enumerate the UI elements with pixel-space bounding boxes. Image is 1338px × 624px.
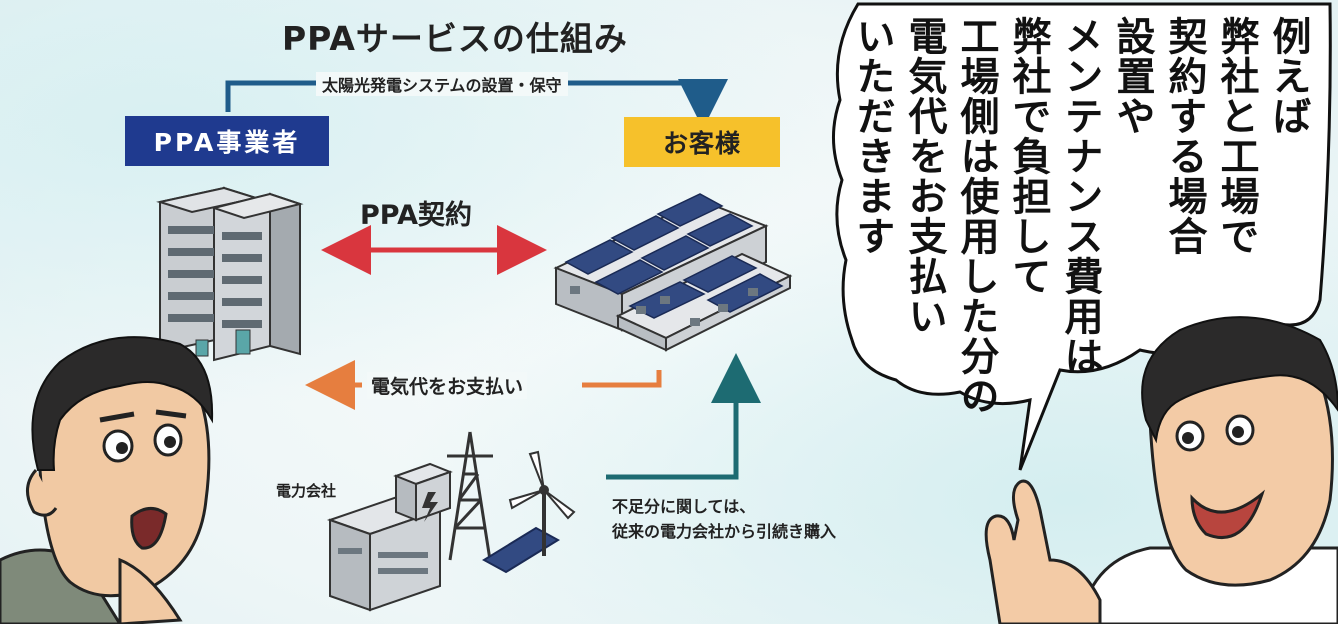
install-label: 太陽光発電システムの設置・保守 [316, 72, 568, 96]
supply-arrow [606, 353, 761, 480]
power-company-icon [326, 431, 576, 612]
speech-line: 例えば [1266, 16, 1311, 136]
speech-line: 弊社で負担して [1006, 16, 1051, 296]
speech-line: 電気代をお支払い [902, 16, 947, 336]
payment-arrow [582, 370, 662, 388]
speech-line: 工場側は使用した分の [954, 16, 999, 416]
contract-label: PPA契約 [360, 200, 472, 231]
diagram-title: PPAサービスの仕組み [282, 19, 628, 58]
shortfall-note: 不足分に関しては、 従来の電力会社から引続き購入 [612, 494, 836, 544]
speech-line: 設置や [1110, 16, 1155, 136]
smiling-man-character [984, 316, 1338, 624]
speech-bubble-text: 例えば 弊社と工場で 契約する場合 設置や メンテナンス費用は 弊社で負担して … [850, 16, 1314, 446]
speech-line: いただきます [850, 16, 895, 256]
ppa-provider-box: PPA事業者 [125, 116, 329, 166]
speech-line: メンテナンス費用は [1058, 16, 1103, 376]
speech-line: 弊社と工場で [1214, 16, 1259, 256]
speech-bubble [832, 2, 1332, 471]
shortfall-note-line: 従来の電力会社から引続き購入 [612, 522, 837, 541]
shortfall-note-line: 不足分に関しては、 [612, 497, 756, 516]
worried-man-character [0, 336, 214, 624]
speech-line: 契約する場合 [1162, 16, 1207, 256]
factory-solar-icon [553, 193, 793, 352]
customer-box: お客様 [624, 117, 780, 167]
payment-label: 電気代をお支払い [367, 372, 528, 399]
power-company-label: 電力会社 [276, 482, 337, 500]
office-building-icon [156, 186, 304, 362]
